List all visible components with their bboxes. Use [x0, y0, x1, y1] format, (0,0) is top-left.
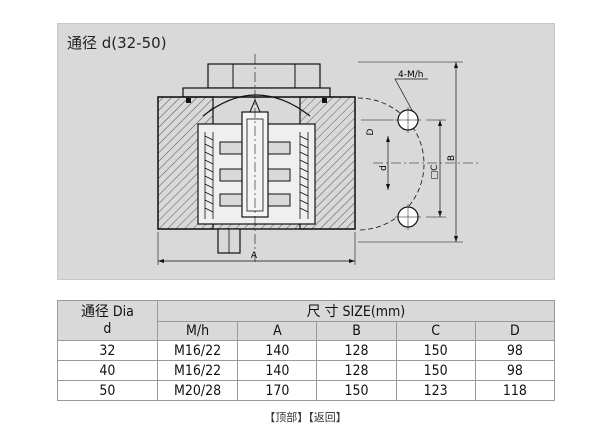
dim-label-b: B: [447, 155, 457, 161]
table-cell-d: 50: [57, 380, 158, 401]
valve-cross-section-drawing: A 4-M/h d D □C B: [157, 54, 478, 265]
table-cell: 150: [316, 380, 397, 401]
dim-label-a: A: [251, 251, 258, 261]
table-cell: 170: [237, 380, 318, 401]
table-row: 32 M16/22 140 128 150 98: [57, 340, 556, 361]
left-spring: [204, 132, 214, 219]
column-header: M/h: [156, 321, 239, 341]
drawing-title: 通径 d(32-50): [67, 34, 167, 52]
table-cell: 128: [316, 340, 397, 361]
column-header: A: [237, 321, 318, 341]
thread-spec-label: 4-M/h: [398, 70, 423, 80]
bolt-circle-arc: [357, 97, 425, 231]
back-link[interactable]: 【返回】: [308, 411, 347, 424]
bonnet-curve: [202, 94, 311, 117]
table-header-row: 通径 Dia d 尺 寸 SIZE(mm): [57, 300, 556, 341]
table-cell-d: 40: [57, 360, 158, 381]
dia-header-line1: 通径 Dia: [80, 303, 134, 320]
table-cell-d: 32: [57, 340, 158, 361]
footer-links: 【顶部】【返回】: [0, 409, 611, 425]
column-header: D: [474, 321, 556, 341]
top-link[interactable]: 【顶部】: [264, 411, 309, 424]
dia-header-cell: 通径 Dia d: [57, 300, 158, 341]
top-cover-upper: [207, 63, 321, 89]
table-cell: 98: [474, 360, 556, 381]
table-cell: 140: [237, 360, 318, 381]
dia-header-line2: d: [103, 320, 112, 337]
table-cell: 150: [395, 340, 476, 361]
table-cell: M16/22: [156, 360, 239, 381]
body-outline: [157, 96, 356, 230]
table-cell: 118: [474, 380, 556, 401]
column-header: C: [395, 321, 476, 341]
column-header: B: [316, 321, 397, 341]
table-cell: 98: [474, 340, 556, 361]
dim-label-c: □C: [430, 165, 440, 180]
table-cell: M16/22: [156, 340, 239, 361]
table-row: 50 M20/28 170 150 123 118: [57, 380, 556, 401]
table-cell: 123: [395, 380, 476, 401]
right-spring: [299, 132, 309, 219]
dim-label-D: D: [366, 128, 376, 135]
top-cover-flange: [182, 87, 331, 98]
table-cell: M20/28: [156, 380, 239, 401]
table-row: 40 M16/22 140 128 150 98: [57, 360, 556, 381]
table-cell: 140: [237, 340, 318, 361]
drawing-panel: A 4-M/h d D □C B 通径 d(32-50): [57, 23, 555, 280]
size-header-cell: 尺 寸 SIZE(mm): [156, 300, 556, 322]
table-cell: 128: [316, 360, 397, 381]
table-cell: 150: [395, 360, 476, 381]
dim-label-d: d: [379, 165, 389, 171]
spec-table: 通径 Dia d 尺 寸 SIZE(mm) M/h A B C D 32 M16…: [57, 300, 556, 401]
